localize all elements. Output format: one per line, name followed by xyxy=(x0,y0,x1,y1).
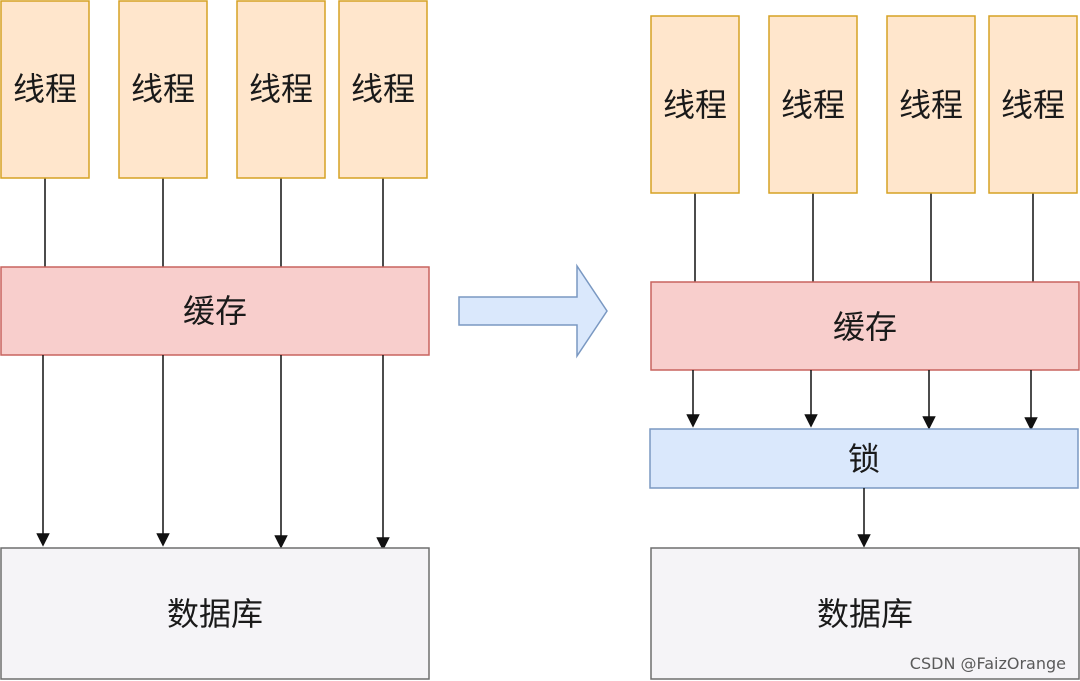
left-thread-4-label: 线程 xyxy=(351,70,415,108)
right-cache-label: 缓存 xyxy=(833,308,897,346)
transition-arrow-icon xyxy=(458,263,608,359)
left-cache-box: 缓存 xyxy=(0,266,430,356)
right-thread-1: 线程 xyxy=(650,15,740,194)
right-lock-box: 锁 xyxy=(649,428,1079,489)
left-thread-3: 线程 xyxy=(236,0,326,179)
right-database-box: 数据库 xyxy=(650,547,1080,680)
left-thread-3-label: 线程 xyxy=(249,70,313,108)
right-cache-box: 缓存 xyxy=(650,281,1080,371)
right-thread-2: 线程 xyxy=(768,15,858,194)
right-thread-4-label: 线程 xyxy=(1001,86,1065,124)
left-database-box: 数据库 xyxy=(0,547,430,680)
left-database-label: 数据库 xyxy=(167,595,263,633)
watermark: CSDN @FaizOrange xyxy=(909,654,1066,673)
left-thread-1: 线程 xyxy=(0,0,90,179)
left-thread-4: 线程 xyxy=(338,0,428,179)
right-lock-label: 锁 xyxy=(848,440,880,478)
right-database-label: 数据库 xyxy=(817,595,913,633)
left-thread-2-label: 线程 xyxy=(131,70,195,108)
left-diagram: 线程 线程 线程 线程 缓存 数据库 xyxy=(0,0,430,680)
left-cache-label: 缓存 xyxy=(183,292,247,330)
right-thread-4: 线程 xyxy=(988,15,1078,194)
left-thread-2: 线程 xyxy=(118,0,208,179)
right-thread-3-label: 线程 xyxy=(899,86,963,124)
right-thread-3: 线程 xyxy=(886,15,976,194)
right-diagram: 线程 线程 线程 线程 缓存 锁 xyxy=(649,15,1080,680)
right-thread-1-label: 线程 xyxy=(663,86,727,124)
right-thread-2-label: 线程 xyxy=(781,86,845,124)
left-thread-1-label: 线程 xyxy=(13,70,77,108)
